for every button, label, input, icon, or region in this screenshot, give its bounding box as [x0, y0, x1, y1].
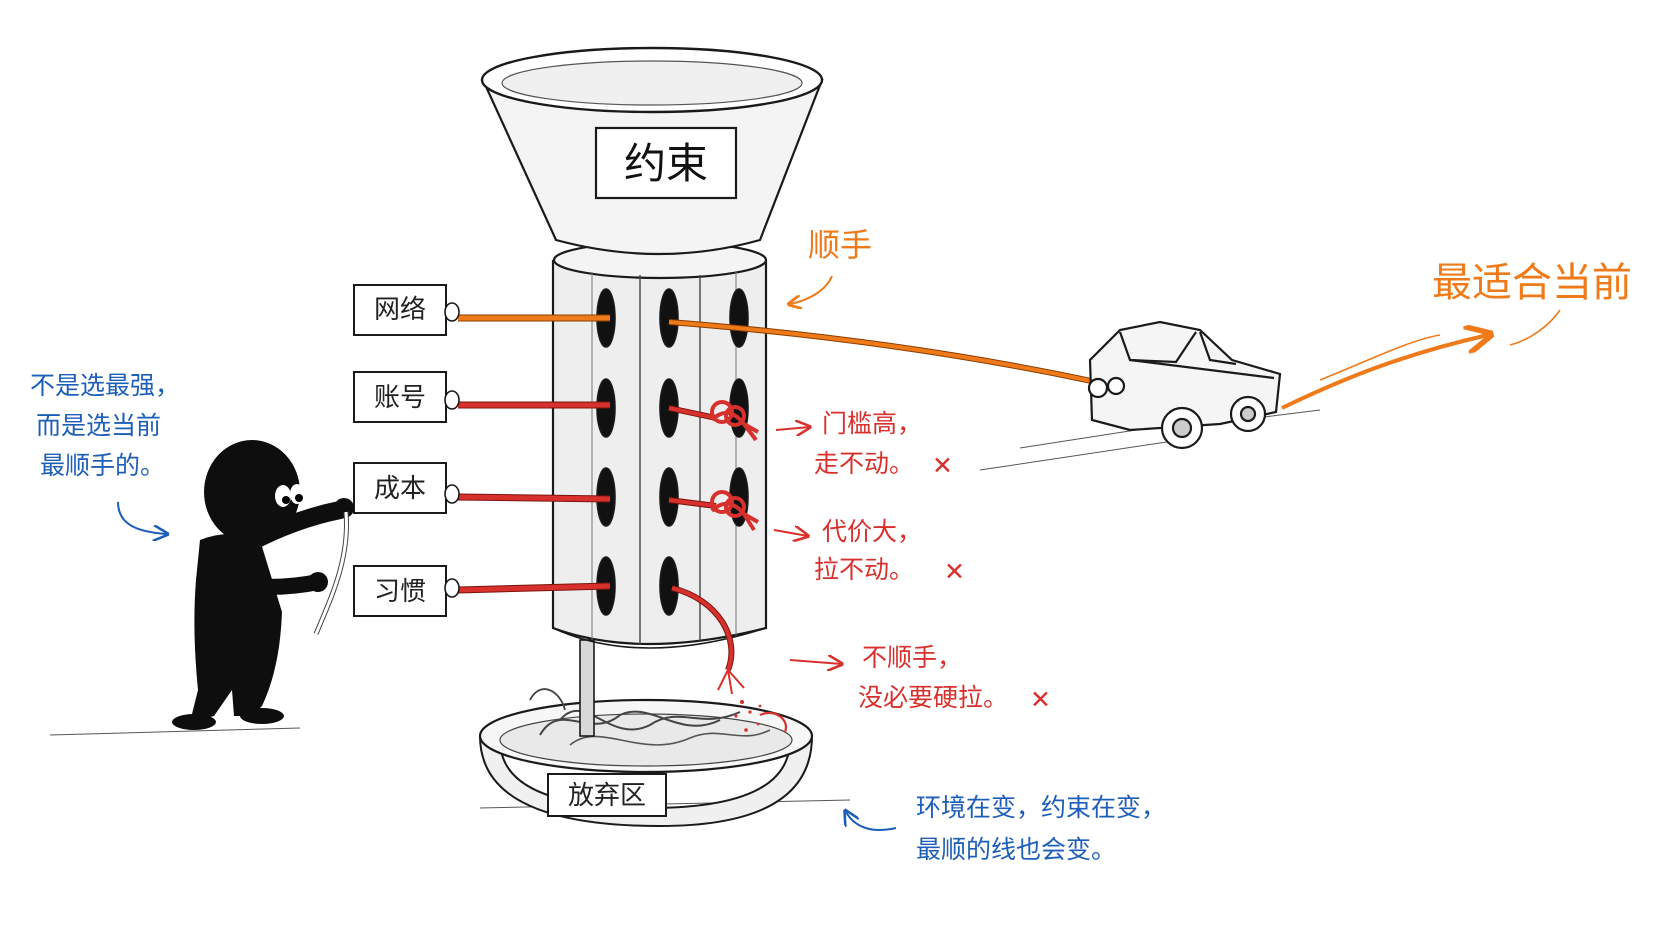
- discard-tray: 放弃区: [478, 688, 814, 828]
- note-left: 不是选最强， 而是选当前 最顺手的。: [30, 371, 180, 534]
- cross-mark-threshold: ✕: [932, 451, 953, 480]
- tag-network: 网络: [353, 284, 460, 336]
- cross-mark-unsmooth: ✕: [1030, 685, 1051, 714]
- tag-habit-label: 习惯: [374, 577, 426, 607]
- note-unsmooth: 不顺手， 没必要硬拉。 ✕: [789, 643, 1051, 714]
- tag-habit: 习惯: [353, 565, 460, 617]
- car: [1087, 320, 1282, 450]
- note-threshold-line2: 走不动。: [814, 449, 914, 478]
- note-unsmooth-line1: 不顺手，: [862, 643, 962, 672]
- fray-particles: [734, 700, 762, 732]
- note-left-line2: 而是选当前: [36, 411, 161, 440]
- tag-account-label: 账号: [374, 383, 426, 413]
- smooth-arrow: [790, 275, 833, 304]
- person-figure: [172, 440, 354, 730]
- note-cost-line1: 代价大，: [822, 517, 922, 546]
- motion-arrow: [1281, 309, 1561, 410]
- discard-label-box: [547, 773, 667, 817]
- note-unsmooth-line2: 没必要硬拉。: [858, 683, 1008, 712]
- string-habit: [457, 582, 762, 732]
- funnel-label-box: [594, 126, 738, 200]
- string-account: [458, 400, 759, 442]
- note-left-line1: 不是选最强，: [30, 371, 180, 400]
- note-cost: 代价大， 拉不动。 ✕: [773, 517, 965, 586]
- cross-mark-cost: ✕: [944, 557, 965, 586]
- note-threshold-line1: 门槛高，: [822, 409, 922, 438]
- note-left-line3: 最顺手的。: [40, 451, 165, 480]
- tag-account: 账号: [353, 371, 460, 423]
- funnel-label: 约束: [624, 139, 708, 188]
- note-cost-line2: 拉不动。: [814, 555, 914, 584]
- note-bottom-line1: 环境在变，约束在变，: [916, 793, 1166, 822]
- best-current-label: 最适合当前: [1432, 260, 1632, 306]
- note-bottom-line2: 最顺的线也会变。: [916, 835, 1116, 864]
- discard-label: 放弃区: [568, 781, 646, 811]
- tag-network-label: 网络: [374, 295, 426, 325]
- tag-cost-label: 成本: [374, 474, 426, 504]
- note-threshold: 门槛高， 走不动。 ✕: [775, 409, 953, 480]
- support-pole: [579, 639, 595, 737]
- constraint-funnel: 约束: [480, 46, 824, 256]
- smooth-label: 顺手: [808, 226, 872, 264]
- note-bottom: 环境在变，约束在变， 最顺的线也会变。: [846, 793, 1166, 864]
- knot-cost: [710, 490, 759, 532]
- string-network: [458, 314, 1097, 385]
- string-cost: [457, 490, 759, 532]
- tag-cost: 成本: [353, 462, 460, 514]
- knot-account: [710, 400, 759, 442]
